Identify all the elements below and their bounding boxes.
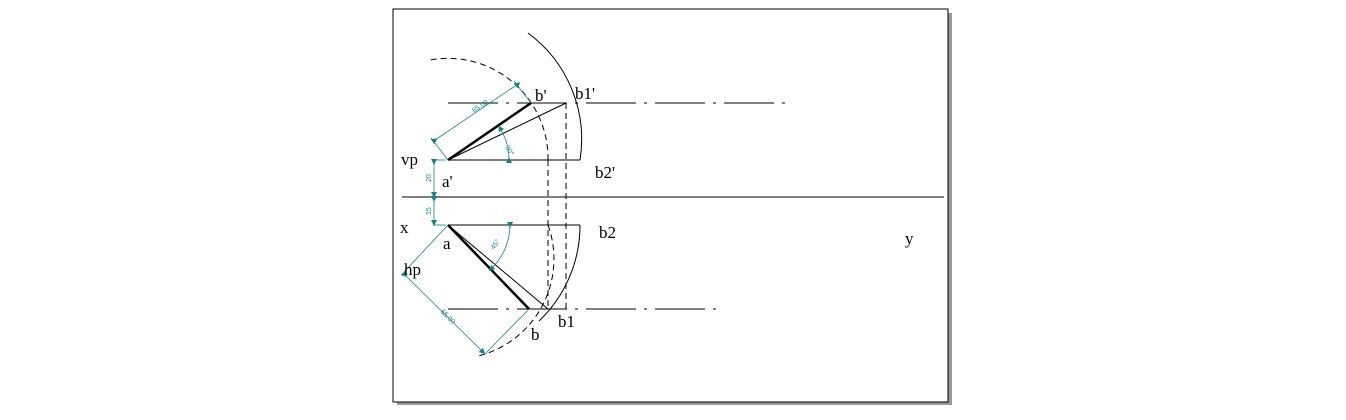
label-y: y: [905, 229, 914, 248]
angle-arc-top: [498, 125, 512, 164]
arc-elevation-dashed: [429, 57, 549, 161]
label-a-prime: a': [442, 172, 453, 191]
drawing-frame: [392, 8, 949, 403]
label-b1-prime: b1': [575, 84, 595, 103]
label-hp: hp: [404, 260, 421, 279]
dimension-line-bottom: [400, 270, 486, 355]
label-vp: vp: [401, 150, 418, 169]
label-a: a: [443, 234, 451, 253]
arc-plan-outer: [538, 224, 581, 322]
plan-a-b: [447, 224, 530, 310]
arc-plan-dashed: [477, 224, 555, 357]
label-x: x: [400, 218, 409, 237]
label-b1: b1: [558, 312, 575, 331]
label-b: b: [531, 325, 540, 344]
dim-gap-above-xy: 20: [426, 174, 433, 182]
label-b-prime: b': [535, 86, 547, 105]
arc-elevation-outer: [527, 32, 583, 161]
extension-line-bottom-2: [483, 308, 530, 356]
angle-arc-bottom: [488, 221, 514, 272]
dimension-line-top: [430, 82, 521, 145]
label-b2-prime: b2': [595, 163, 615, 182]
label-b2: b2: [599, 223, 616, 242]
dim-gap-below-xy: 15: [426, 207, 433, 215]
extension-line-bottom-1: [403, 224, 449, 273]
